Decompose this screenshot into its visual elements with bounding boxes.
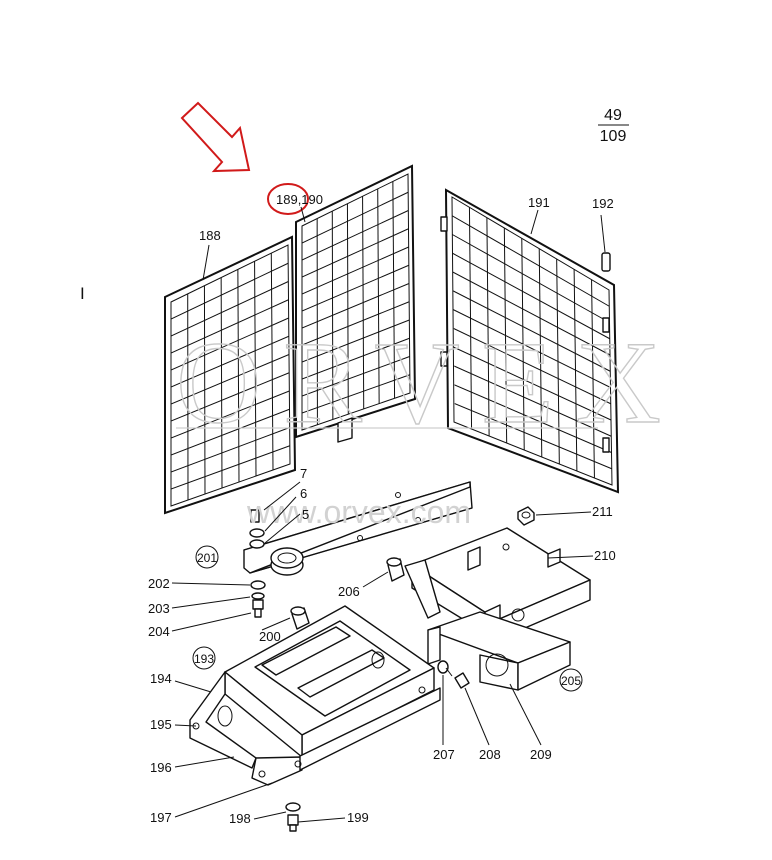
label-206: 206 bbox=[338, 584, 360, 599]
label-197: 197 bbox=[150, 810, 172, 825]
watermark: ORVEX www.orvex.com bbox=[175, 316, 683, 530]
label-210: 210 bbox=[594, 548, 616, 563]
label-188: 188 bbox=[199, 228, 221, 243]
callout-circle-201 bbox=[195, 545, 219, 569]
label-193: 193 bbox=[194, 652, 214, 666]
label-203: 203 bbox=[148, 601, 170, 616]
page-number-bottom: 109 bbox=[600, 128, 627, 145]
page-number: 49 109 bbox=[598, 107, 629, 145]
label-201: 201 bbox=[197, 551, 217, 565]
callout-circle-205 bbox=[559, 668, 583, 692]
fasteners-202-204 bbox=[250, 580, 266, 618]
watermark-text: ORVEX bbox=[176, 317, 683, 448]
callout-circle-193 bbox=[192, 646, 216, 670]
label-5: 5 bbox=[302, 507, 309, 522]
label-202: 202 bbox=[148, 576, 170, 591]
text-cursor-mark: I bbox=[80, 284, 85, 303]
pin-192 bbox=[600, 214, 611, 272]
label-196: 196 bbox=[150, 760, 172, 775]
label-200: 200 bbox=[259, 629, 281, 644]
label-198: 198 bbox=[229, 811, 251, 826]
label-207: 207 bbox=[433, 747, 455, 762]
label-6: 6 bbox=[300, 486, 307, 501]
label-209: 209 bbox=[530, 747, 552, 762]
label-208: 208 bbox=[479, 747, 501, 762]
label-195: 195 bbox=[150, 717, 172, 732]
bracket-209 bbox=[427, 611, 571, 691]
red-arrow-icon bbox=[180, 101, 251, 173]
label-199: 199 bbox=[347, 810, 369, 825]
label-205: 205 bbox=[561, 674, 581, 688]
label-204: 204 bbox=[148, 624, 170, 639]
label-7: 7 bbox=[300, 466, 307, 481]
housing-193 bbox=[189, 605, 441, 786]
nut-211 bbox=[517, 506, 535, 526]
spacer-206 bbox=[386, 557, 405, 582]
watermark-url: www.orvex.com bbox=[246, 494, 471, 530]
callout-labels: 188 189,190 191 192 7 6 5 201 202 203 20… bbox=[148, 192, 616, 826]
label-211: 211 bbox=[592, 504, 613, 519]
base-plate-201 bbox=[243, 481, 473, 576]
red-highlight-circle bbox=[267, 183, 309, 215]
bolts-207-208 bbox=[437, 660, 470, 689]
page-number-top: 49 bbox=[604, 107, 622, 124]
leader-lines bbox=[171, 206, 594, 823]
spacer-200 bbox=[290, 606, 310, 630]
label-194: 194 bbox=[150, 671, 172, 686]
mesh-panel-188 bbox=[164, 235, 297, 515]
label-189-190: 189,190 bbox=[276, 192, 323, 207]
fasteners-5-6-7 bbox=[249, 509, 265, 549]
mesh-panel-189-190 bbox=[295, 164, 417, 443]
label-191: 191 bbox=[528, 195, 550, 210]
label-192: 192 bbox=[592, 196, 614, 211]
fasteners-198-199 bbox=[285, 802, 301, 832]
mesh-panel-191 bbox=[440, 188, 620, 494]
